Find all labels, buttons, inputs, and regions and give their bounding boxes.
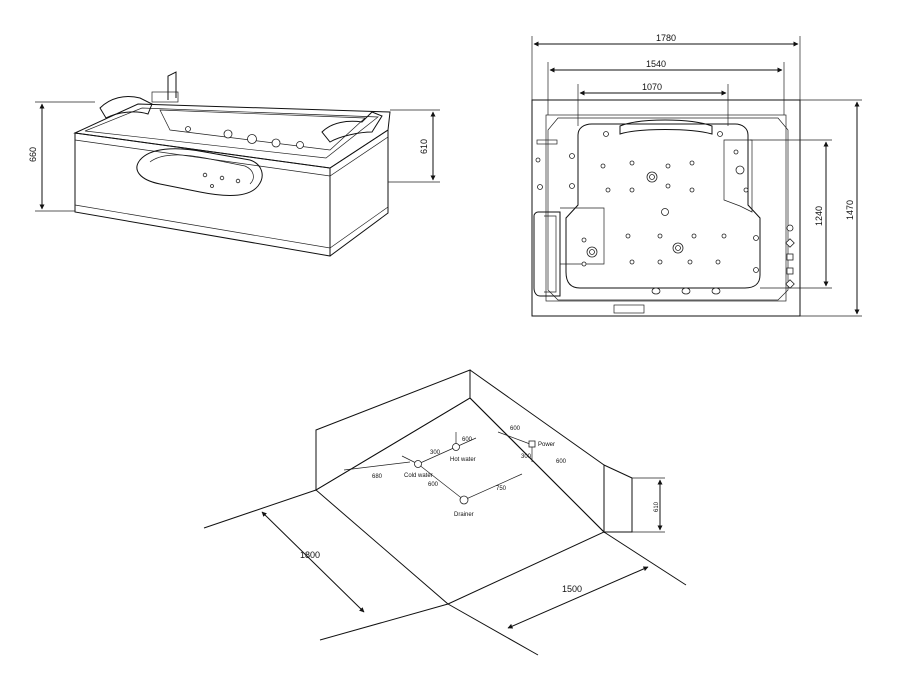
overflow-plate <box>613 304 645 314</box>
inner-basin <box>565 123 761 289</box>
side-window <box>136 148 263 196</box>
dim-height-inner: 610 <box>419 139 429 154</box>
power-point <box>528 440 536 448</box>
dim-height-outer: 660 <box>28 147 38 162</box>
dim-1500: 1500 <box>562 584 582 594</box>
label-drainer: Drainer <box>454 512 474 518</box>
tub-rim <box>73 103 391 169</box>
dim-depth-overall: 1470 <box>845 200 855 220</box>
top-headrest <box>619 119 713 135</box>
dim-1800: 1800 <box>300 550 320 560</box>
dim-width-inner: 1540 <box>646 59 666 69</box>
installation-view: 1800 1500 610 600 600 600 600 680 300 30… <box>203 369 687 656</box>
tub-outline <box>531 99 801 317</box>
dim-600-a: 600 <box>462 437 473 443</box>
dim-610: 610 <box>654 501 660 512</box>
headrest-right <box>321 111 383 143</box>
back-wall <box>315 369 471 491</box>
dim-600-d: 600 <box>428 482 439 488</box>
label-cold-water: Cold water <box>404 473 433 479</box>
cold-water-point <box>414 460 422 468</box>
jets-grid <box>569 131 759 295</box>
control-button <box>786 224 794 232</box>
dim-width-overall: 1780 <box>656 33 676 43</box>
drainer-point <box>459 495 469 505</box>
top-view: 1780 1540 1070 1240 1470 <box>531 33 862 317</box>
side-pillow <box>533 211 561 297</box>
dim-750: 750 <box>496 486 507 492</box>
dim-600-b: 600 <box>510 426 521 432</box>
hot-water-point <box>452 443 460 451</box>
dim-300-a: 300 <box>430 450 441 456</box>
dim-600-c: 600 <box>556 459 567 465</box>
perspective-view: 660 610 <box>28 71 440 257</box>
dim-300-b: 300 <box>521 454 532 460</box>
dim-depth-basin: 1240 <box>814 206 824 226</box>
dim-width-basin: 1070 <box>642 82 662 92</box>
label-hot-water: Hot water <box>450 457 476 463</box>
faucet <box>167 71 177 100</box>
right-wall <box>469 369 605 534</box>
label-power: Power <box>538 442 555 448</box>
headrest-left <box>99 95 153 119</box>
dim-680: 680 <box>372 474 383 480</box>
